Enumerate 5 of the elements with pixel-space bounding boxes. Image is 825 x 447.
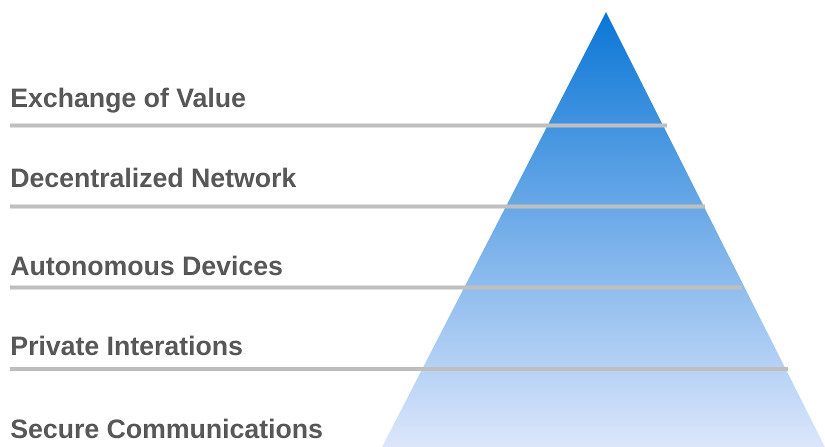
level-label: Autonomous Devices xyxy=(10,256,282,276)
level-label: Private Interations xyxy=(12,336,242,356)
level-label: Decentralized Network xyxy=(12,168,296,188)
level-label: Secure Communications xyxy=(11,418,322,438)
level-label: Exchange of Value xyxy=(12,88,246,113)
